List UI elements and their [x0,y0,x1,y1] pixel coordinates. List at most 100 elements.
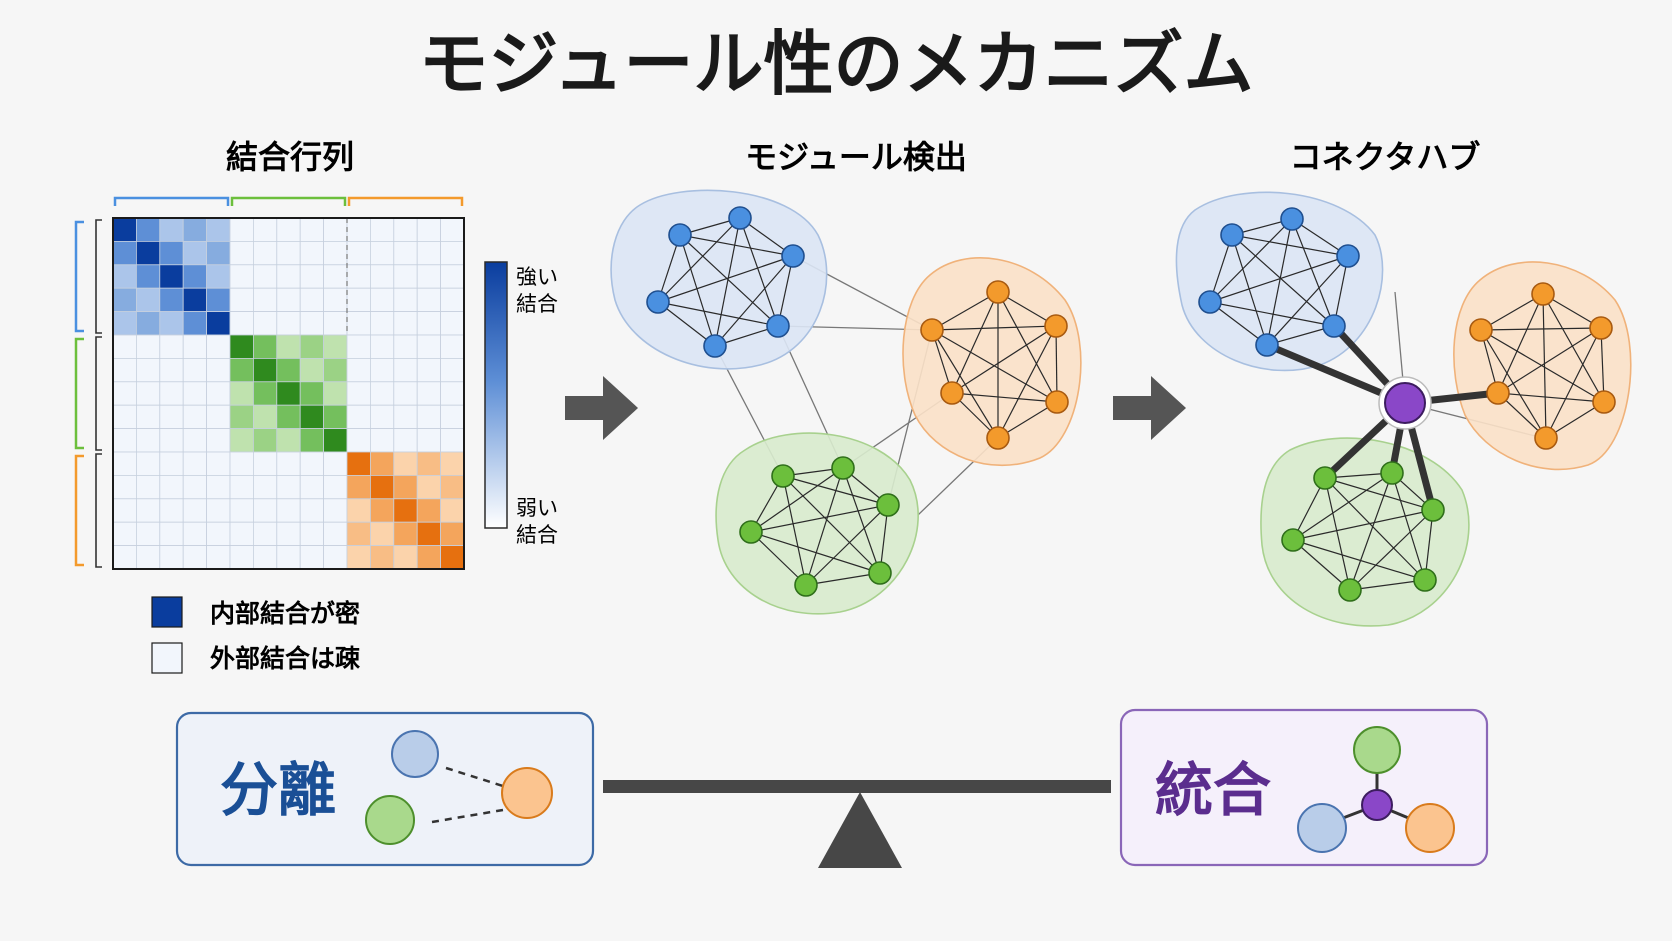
matrix-cell [393,451,418,476]
network-node [868,561,892,585]
intra-edge [1542,293,1547,439]
matrix-cell [159,428,184,453]
matrix-cell [393,217,418,242]
right-arrow-icon-2 [1113,376,1186,440]
matrix-cell [346,217,371,242]
network-node [668,223,692,247]
matrix-cell [229,381,254,406]
page-title: モジュール性のメカニズム [418,23,1253,105]
intra-edge [657,217,741,303]
right-arrow-icon [565,376,638,440]
network-node [1413,568,1437,592]
network-node [646,290,670,314]
matrix-cell [159,404,184,430]
matrix-cell [323,381,348,406]
matrix-cell [346,334,371,359]
matrix-cell [323,521,348,547]
intra-edge [750,531,807,586]
matrix-cell [206,404,231,430]
matrix-cell [206,334,231,359]
matrix-cell [346,404,371,430]
matrix-cell [323,357,348,383]
matrix-cell [206,240,231,266]
matrix-cell [299,357,325,383]
matrix-cell [112,334,137,359]
network-node [771,464,795,488]
matrix-cell [252,451,278,476]
matrix-cell [252,217,278,242]
network-node [920,318,944,342]
network-node [781,244,805,268]
matrix-cell [112,357,137,383]
legend-sparse-swatch [151,642,183,674]
matrix-cell [252,311,278,336]
segregation-icon [365,730,553,845]
matrix-cell [416,381,442,406]
integration-icon [1297,726,1455,853]
intra-edge [1231,234,1349,257]
matrix-cell [182,521,207,547]
matrix-cell [229,545,254,570]
intra-edge [997,325,1057,439]
intra-edge [1324,477,1426,581]
matrix-cell [135,334,161,359]
intra-edge [1324,477,1434,511]
matrix-cell [135,451,161,476]
intra-edge [1480,327,1602,331]
matrix-panel-title: 結合行列 [226,138,354,176]
matrix-cell [252,428,278,453]
matrix-cell [416,334,442,359]
matrix-cell [159,264,184,289]
matrix-cell [252,240,278,266]
legend-dense-label: 内部結合が密 [210,599,360,628]
matrix-cell [369,428,395,453]
matrix-cell [135,521,161,547]
intra-edge [714,217,741,347]
legend-sparse-label: 外部結合は疎 [210,644,360,673]
network-node [1380,461,1404,485]
matrix-cell [393,404,418,430]
matrix-cell [276,311,301,336]
matrix-cell [346,381,371,406]
connectivity-matrix [112,217,465,570]
matrix-cell [229,287,254,313]
matrix-cell [346,521,371,547]
matrix-cell [369,381,395,406]
side-bracket-inner [95,219,102,334]
matrix-cell [369,240,395,266]
matrix-cell [440,545,465,570]
network-node [1044,314,1068,338]
matrix-cell [159,451,184,476]
matrix-cell [229,451,254,476]
matrix-cell [229,264,254,289]
matrix-cell [276,264,301,289]
side-bracket [74,220,84,333]
matrix-cell [323,217,348,242]
matrix-cell [182,451,207,476]
matrix-cell [299,521,325,547]
matrix-cell [112,240,137,266]
matrix-cell [206,381,231,406]
matrix-cell [182,240,207,266]
matrix-cell [112,428,137,453]
matrix-cell [135,264,161,289]
matrix-cell [416,217,442,242]
intra-edge [1231,234,1268,346]
network-node [1338,578,1362,602]
matrix-cell [182,381,207,406]
matrix-cell [135,498,161,523]
matrix-cell [369,264,395,289]
network-node [1592,390,1616,414]
intra-edge [1231,234,1335,327]
matrix-cell [369,334,395,359]
intra-edge [1480,329,1605,403]
matrix-cell [276,287,301,313]
matrix-cell [369,404,395,430]
matrix-cell [276,428,301,453]
colorbar-strong-label: 強い [516,265,558,289]
network-node [728,206,752,230]
matrix-cell [440,381,465,406]
intra-edge [1349,509,1434,591]
matrix-cell [112,264,137,289]
matrix-cell [252,287,278,313]
